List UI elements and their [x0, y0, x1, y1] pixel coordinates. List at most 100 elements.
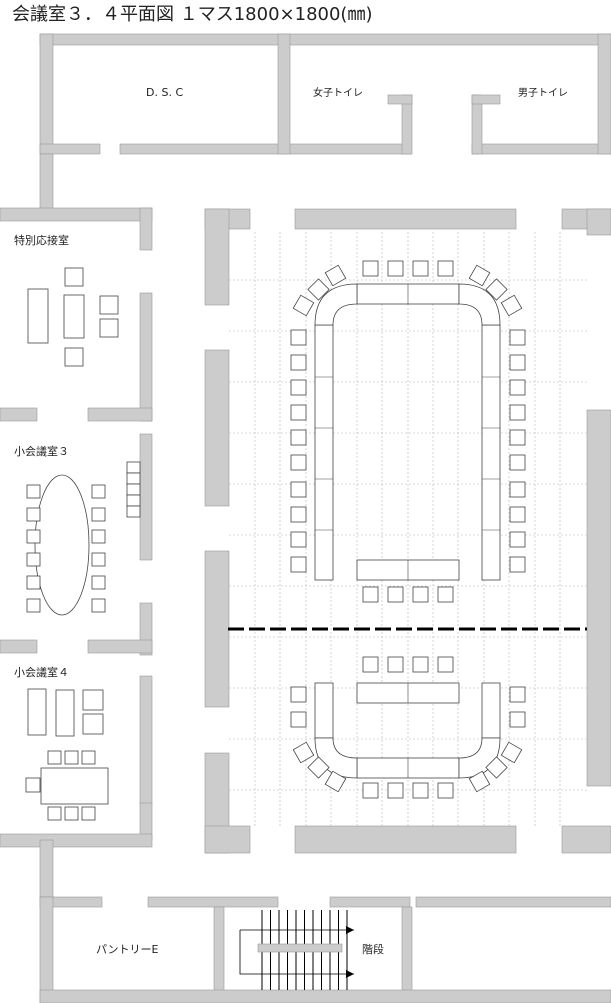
table [126, 461, 141, 474]
wall [0, 407, 38, 422]
chair [47, 750, 62, 765]
wall [294, 825, 517, 854]
chair [412, 586, 429, 603]
chair [362, 586, 379, 603]
chair [26, 529, 41, 544]
room-grid [229, 232, 587, 826]
chair [91, 598, 106, 613]
chair [91, 575, 106, 590]
chair [290, 329, 307, 346]
wall [0, 207, 153, 222]
chair [290, 506, 307, 523]
room-label-pantry: パントリーE [96, 943, 159, 956]
wall [39, 33, 611, 46]
wall [204, 550, 230, 708]
chair [509, 506, 526, 523]
chair [290, 686, 307, 703]
wall [39, 989, 611, 1003]
chair [290, 404, 307, 421]
wall [119, 143, 412, 155]
chair [500, 294, 523, 317]
chair [437, 656, 454, 673]
chair [25, 777, 41, 793]
chair [91, 529, 106, 544]
chair [91, 507, 106, 522]
walls [0, 33, 611, 1003]
chair [485, 278, 508, 301]
chair [412, 656, 429, 673]
room-label-small-meeting-3: 小会議室３ [14, 444, 69, 458]
room-label-small-meeting-4: 小会議室４ [14, 665, 69, 679]
wall [294, 208, 517, 230]
wall [139, 292, 153, 422]
wall [39, 896, 54, 1003]
chair [292, 294, 315, 317]
chair [362, 782, 379, 799]
table [55, 689, 75, 737]
wall [277, 33, 291, 155]
chair [307, 278, 330, 301]
chair [509, 481, 526, 498]
chair [509, 454, 526, 471]
chair [290, 429, 307, 446]
chair [412, 782, 429, 799]
chair [26, 552, 41, 567]
wall [204, 208, 230, 306]
corner-table [314, 283, 358, 326]
wall [213, 906, 225, 993]
wall [139, 675, 153, 805]
wall [204, 349, 230, 507]
table [314, 682, 334, 739]
room-label-mens-toilet: 男子トイレ [518, 87, 568, 99]
table [40, 767, 109, 805]
wall [0, 639, 38, 654]
table [126, 505, 141, 518]
chair [437, 586, 454, 603]
chair [509, 556, 526, 573]
wall [597, 33, 611, 155]
chair [81, 750, 96, 765]
staircase [239, 910, 354, 990]
chair [290, 556, 307, 573]
wall [387, 94, 413, 105]
wall [586, 208, 611, 236]
chair [468, 770, 491, 793]
table [27, 688, 47, 736]
chair [324, 770, 347, 793]
table [481, 324, 501, 581]
chair [437, 260, 454, 277]
chair [26, 598, 41, 613]
chair [91, 484, 106, 499]
wall [329, 896, 411, 908]
oval-table [34, 474, 90, 616]
chair [64, 267, 84, 287]
chair [26, 507, 41, 522]
chair [509, 429, 526, 446]
room-label-special-reception: 特別応接室 [14, 233, 69, 247]
stair-arrow-path [239, 930, 354, 975]
chair [387, 586, 404, 603]
chair [290, 481, 307, 498]
chair [290, 354, 307, 371]
plan-title: 会議室３．４平面図 １マス1800×1800(㎜) [12, 4, 372, 25]
wall [401, 906, 413, 993]
stair-landing [257, 943, 343, 953]
wall [87, 639, 153, 654]
chair [362, 260, 379, 277]
chair [91, 552, 106, 567]
chair [509, 404, 526, 421]
stair-arrow-head [346, 970, 354, 978]
table [314, 324, 334, 581]
wall [39, 143, 101, 155]
chair [99, 318, 119, 338]
chair [412, 260, 429, 277]
chair [99, 295, 119, 315]
wall [561, 825, 611, 854]
table [27, 288, 49, 344]
chair [324, 264, 347, 287]
room-label-womens-toilet: 女子トイレ [313, 86, 363, 99]
chair [509, 686, 526, 703]
table [126, 472, 141, 485]
room-label-dsc: D. S. C [146, 86, 183, 99]
